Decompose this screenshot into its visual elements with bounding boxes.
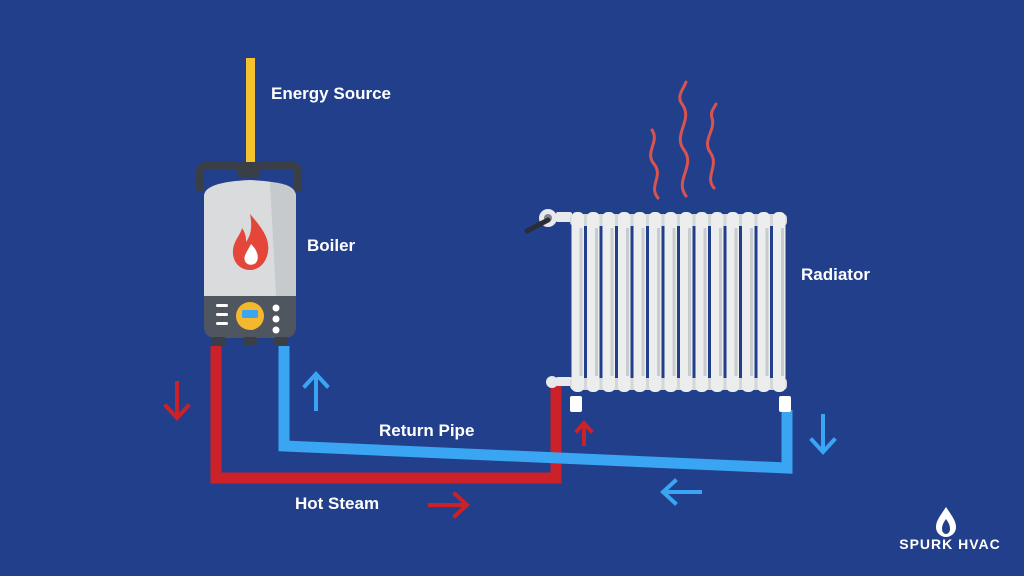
radiator-label: Radiator (801, 265, 870, 284)
flame-inner-icon (244, 244, 258, 265)
arrow-icon (660, 478, 702, 506)
radiator-foot-right (779, 396, 791, 412)
radiator-column-shade (719, 228, 722, 376)
heat-wave-icon (706, 102, 718, 190)
boiler-top-bracket-left (196, 162, 240, 192)
panel-line-2 (216, 313, 228, 316)
boiler-body-shade (270, 182, 296, 296)
boiler-display (242, 310, 258, 318)
boiler (204, 180, 296, 345)
arrow-icon (302, 371, 330, 411)
brand-name: SPURK HVAC (899, 536, 1001, 552)
radiator-column-shade (672, 228, 676, 376)
radiator-foot-left (570, 396, 582, 412)
valve-handle (524, 217, 551, 234)
return-pipe (278, 346, 793, 474)
radiator-column-shade (626, 228, 629, 376)
brand: SPURK HVAC (890, 508, 1010, 552)
radiator-column-shade (579, 228, 583, 376)
heat-wave-icon (678, 80, 690, 198)
radiator-lower-valve (546, 376, 558, 388)
radiator-column-shade (641, 228, 645, 376)
radiator-column-shade (610, 228, 614, 376)
radiator-column-shade (657, 228, 660, 376)
panel-line-1 (216, 304, 228, 307)
panel-knob-3 (272, 326, 280, 334)
panel-line-3 (216, 322, 228, 325)
boiler-label: Boiler (307, 236, 356, 255)
radiator-column-shade (734, 228, 738, 376)
radiator-lower-connector (556, 377, 572, 386)
radiator-column-shade (750, 228, 753, 376)
boiler-foot-1 (212, 337, 226, 345)
arrow-icon (809, 414, 837, 455)
energy-source-line (246, 58, 255, 170)
radiator-valve (524, 209, 572, 234)
radiator-column-shade (781, 228, 784, 376)
panel-knob-1 (272, 304, 280, 312)
return-pipe-label: Return Pipe (379, 421, 475, 440)
panel-knob-2 (272, 315, 280, 323)
energy-source-label: Energy Source (271, 84, 391, 103)
radiator-column-shade (595, 228, 598, 376)
arrow-icon (428, 491, 470, 519)
hot-steam-pipe (210, 346, 562, 484)
radiator-column-shade (703, 228, 707, 376)
heat-wave-icon (649, 128, 660, 200)
boiler-top-bracket-right (258, 162, 302, 192)
radiator-column-shade (765, 228, 769, 376)
arrow-icon (163, 381, 191, 421)
boiler-foot-2 (243, 337, 257, 345)
boiler-foot-3 (274, 337, 288, 345)
radiator (570, 212, 787, 392)
hot-steam-label: Hot Steam (295, 494, 380, 513)
boiler-top-connector (238, 162, 260, 178)
radiator-inlet-connector (556, 212, 572, 222)
flame-icon (232, 214, 269, 270)
flame-drop-logo (936, 507, 956, 537)
arrow-icon (574, 419, 594, 446)
radiator-column-shade (688, 228, 691, 376)
